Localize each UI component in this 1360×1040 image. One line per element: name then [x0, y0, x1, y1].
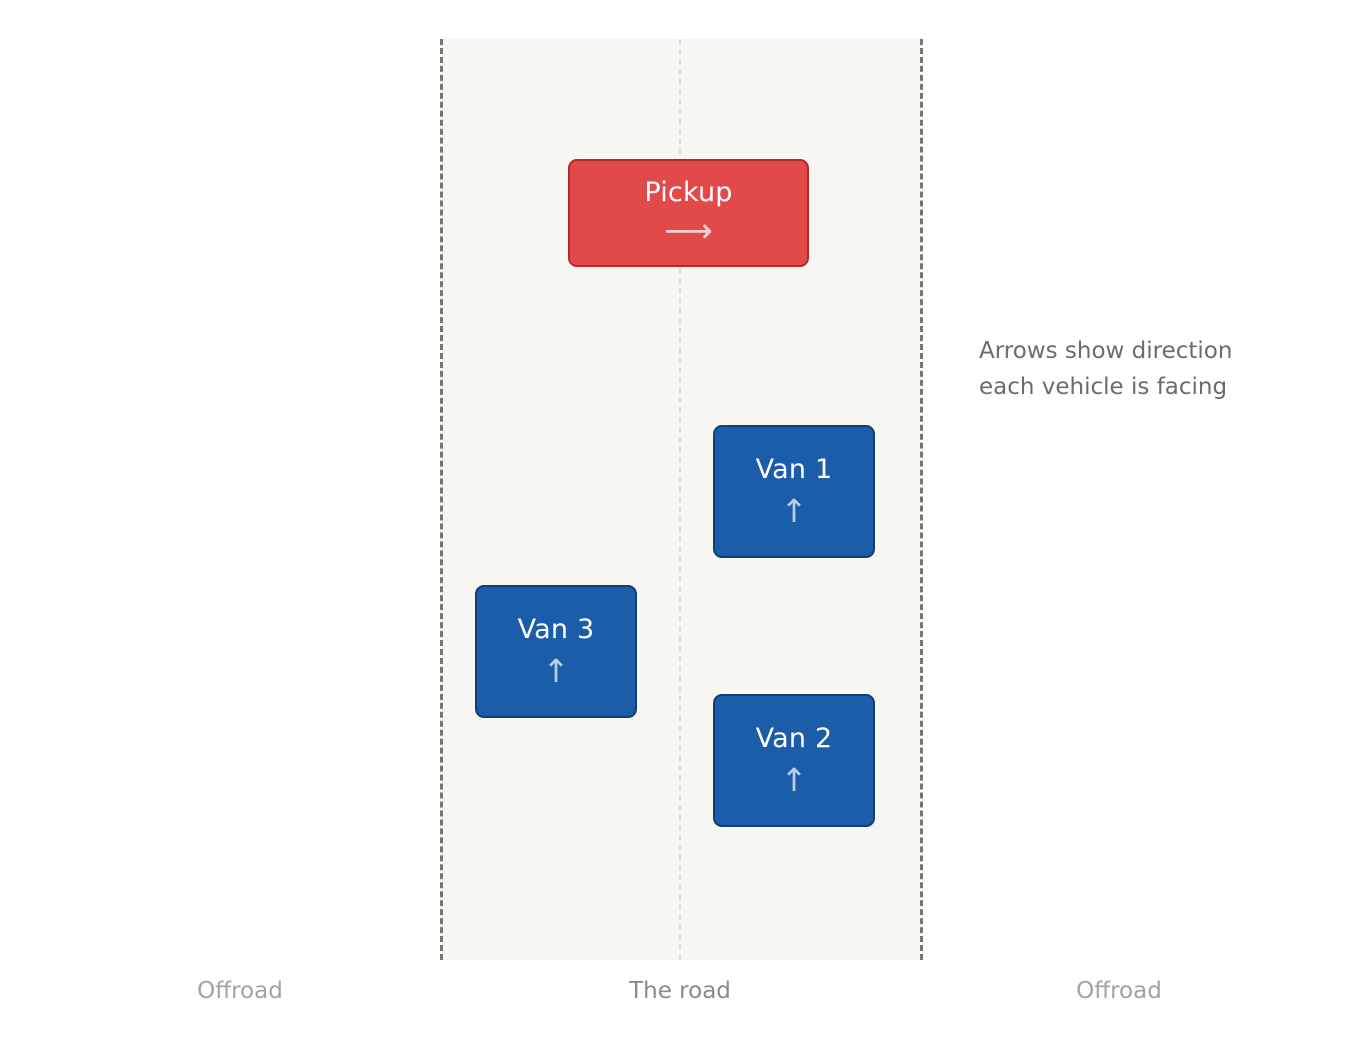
vehicle-van-2[interactable]: Van 2 ↑ [713, 694, 875, 827]
zone-label-the-road: The road [629, 978, 731, 1004]
arrow-up-icon: ↑ [542, 652, 570, 690]
vehicle-van-2-label: Van 2 [755, 723, 833, 754]
arrow-up-icon: ↑ [780, 761, 808, 799]
annotation-line-1: Arrows show direction [979, 338, 1233, 364]
road-left-edge-line [440, 39, 443, 960]
arrow-right-icon: ⟶ [664, 210, 713, 251]
vehicle-pickup-label: Pickup [644, 176, 733, 208]
annotation-text: Arrows show direction each vehicle is fa… [979, 333, 1279, 405]
road-center-dashed-line [679, 39, 681, 960]
vehicle-van-1-label: Van 1 [755, 454, 833, 485]
zone-label-offroad-right: Offroad [1076, 978, 1162, 1004]
annotation-line-2: each vehicle is facing [979, 374, 1228, 400]
vehicle-pickup[interactable]: Pickup ⟶ [568, 159, 809, 267]
vehicle-van-1[interactable]: Van 1 ↑ [713, 425, 875, 558]
vehicle-van-3-label: Van 3 [517, 614, 595, 645]
vehicle-van-3[interactable]: Van 3 ↑ [475, 585, 637, 718]
zone-label-offroad-left: Offroad [197, 978, 283, 1004]
road-right-edge-line [920, 39, 923, 960]
arrow-up-icon: ↑ [780, 492, 808, 530]
